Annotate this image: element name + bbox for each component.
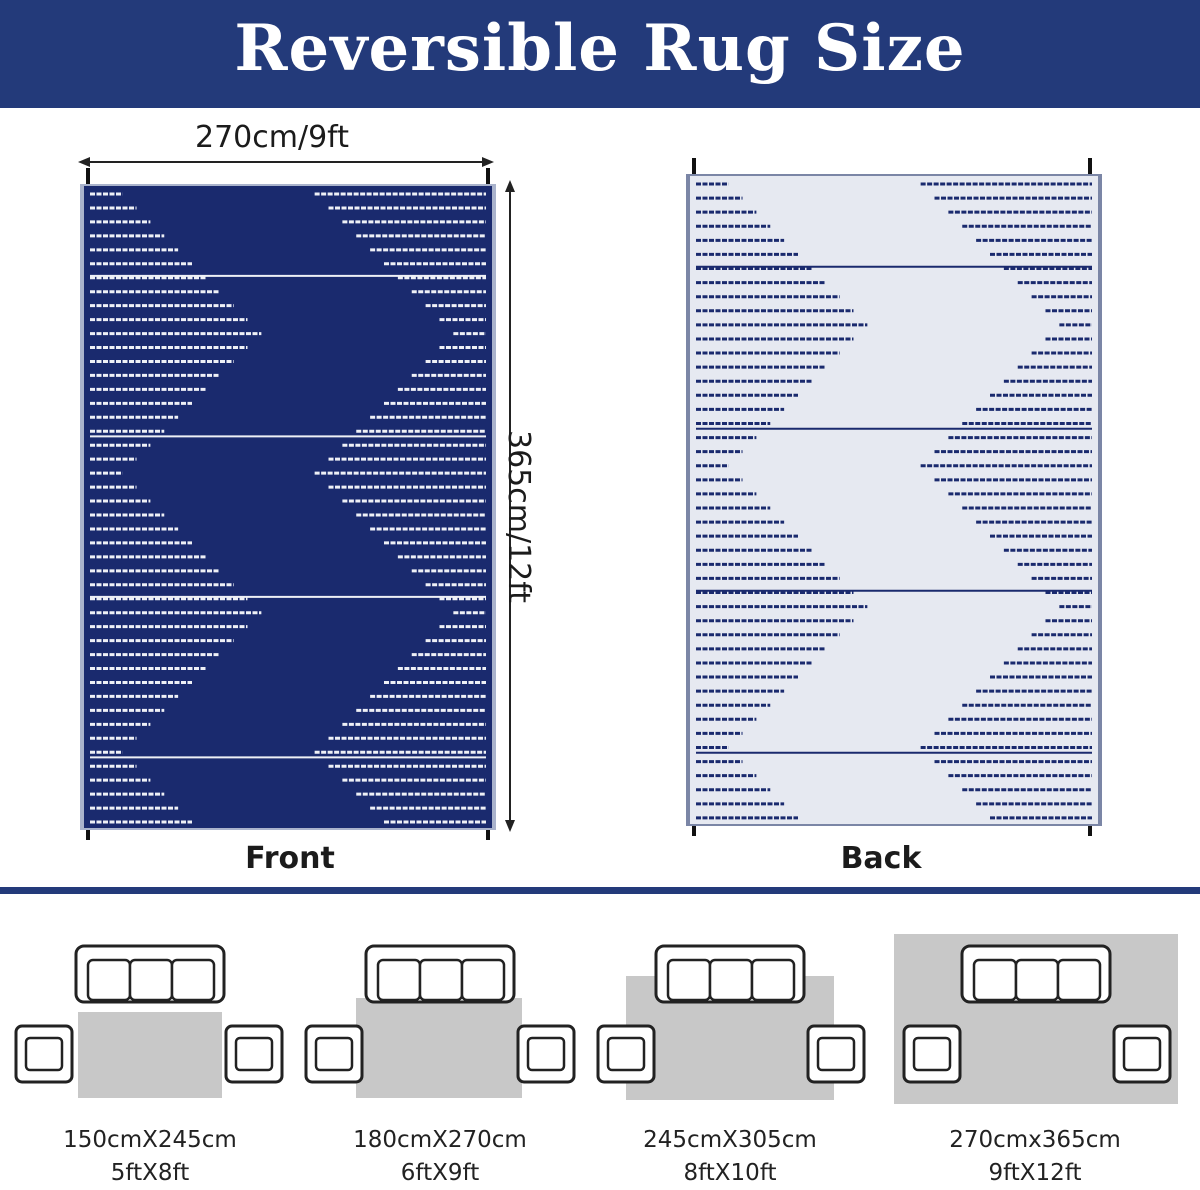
size-imperial: 8ftX10ft [683,1160,777,1186]
layouts-canvas [14,934,1178,1104]
front-rug [80,168,496,840]
size-metric: 270cmx365cm [949,1127,1121,1153]
front-rug-pattern [90,192,486,824]
layout-diagram [596,944,866,1100]
rug-footprint [78,1012,222,1098]
sofa-icon [364,944,516,1004]
armchair-icon [806,1024,866,1084]
armchair-icon [304,1024,364,1084]
front-caption: Front [245,841,335,876]
section-divider [0,887,1200,894]
armchair-icon [902,1024,962,1084]
size-label: 245cmX305cm 8ftX10ft [590,1124,870,1190]
page-title: Reversible Rug Size [234,10,966,86]
size-label: 150cmX245cm 5ftX8ft [10,1124,290,1190]
width-arrow [78,157,494,167]
back-rug-pattern [696,182,1092,820]
width-label: 270cm/9ft [195,120,349,155]
armchair-icon [224,1024,284,1084]
size-layouts: 150cmX245cm 5ftX8ft 180cmX270cm 6ftX9ft 245c… [0,900,1200,1190]
layout-diagram [894,934,1178,1104]
size-metric: 180cmX270cm [353,1127,527,1153]
layout-diagram [14,944,284,1098]
header-banner: Reversible Rug Size [0,0,1200,108]
front-rug-field [84,186,492,828]
back-caption: Back [840,841,922,876]
size-metric: 150cmX245cm [63,1127,237,1153]
sofa-icon [960,944,1112,1004]
armchair-icon [596,1024,656,1084]
size-label: 270cmx365cm 9ftX12ft [895,1124,1175,1190]
height-arrow [505,180,515,832]
sofa-icon [74,944,226,1004]
size-metric: 245cmX305cm [643,1127,817,1153]
back-rug [686,158,1102,836]
armchair-icon [1112,1024,1172,1084]
size-imperial: 9ftX12ft [988,1160,1082,1186]
sofa-icon [654,944,806,1004]
layout-diagram [304,944,576,1098]
size-label: 180cmX270cm 6ftX9ft [300,1124,580,1190]
size-imperial: 5ftX8ft [110,1160,190,1186]
back-rug-field [690,176,1098,824]
height-label: 365cm/12ft [501,430,536,604]
armchair-icon [516,1024,576,1084]
armchair-icon [14,1024,74,1084]
size-imperial: 6ftX9ft [400,1160,480,1186]
rug-footprint [356,998,522,1098]
